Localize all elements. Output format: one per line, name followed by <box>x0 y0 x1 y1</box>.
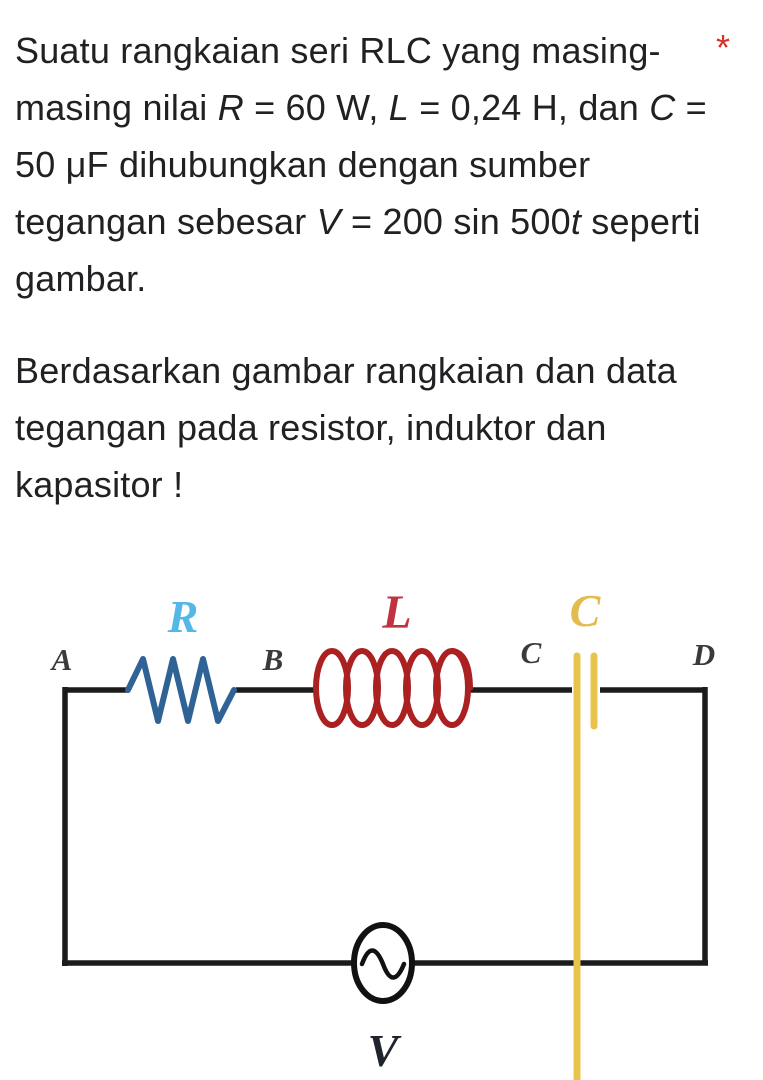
p1-text: = 200 sin 500 <box>340 201 571 242</box>
variable-c: C <box>649 87 676 128</box>
p1-text: = 60 W, <box>243 87 389 128</box>
node-d-label: D <box>692 637 715 672</box>
source-label: V <box>368 1025 402 1076</box>
question-paragraph-2: Berdasarkan gambar rangkaian dan data te… <box>15 350 677 505</box>
question-paragraph-1: Suatu rangkaian seri RLC yang masing-mas… <box>15 22 715 307</box>
resistor-label: R <box>167 591 199 642</box>
capacitor-symbol <box>573 652 598 1080</box>
resistor-symbol <box>125 656 237 724</box>
variable-v: V <box>316 201 341 242</box>
p1-text: Suatu rangkaian seri RLC yang masing-mas… <box>15 30 661 128</box>
variable-t: t <box>570 201 582 242</box>
rlc-circuit-diagram: R L C V A B C D <box>50 585 715 1080</box>
inductor-symbol <box>313 648 473 728</box>
variable-l: L <box>388 87 410 128</box>
p1-text: = 50 μF dihubungkan dengan sumber tegang… <box>15 87 707 242</box>
node-b-label: B <box>262 642 284 677</box>
inductor-label: L <box>381 586 411 639</box>
p1-text: seperti gambar. <box>15 201 701 299</box>
capacitor-label: C <box>570 585 602 636</box>
sine-wave-icon <box>359 948 407 980</box>
ac-source-symbol <box>351 922 415 1004</box>
node-a-label: A <box>50 642 73 677</box>
variable-r: R <box>217 87 244 128</box>
required-asterisk: * <box>716 27 731 68</box>
question-text-block: Suatu rangkaian seri RLC yang masing-mas… <box>15 22 715 513</box>
p1-text: = 0,24 H, dan <box>409 87 650 128</box>
node-c-label: C <box>521 635 542 670</box>
